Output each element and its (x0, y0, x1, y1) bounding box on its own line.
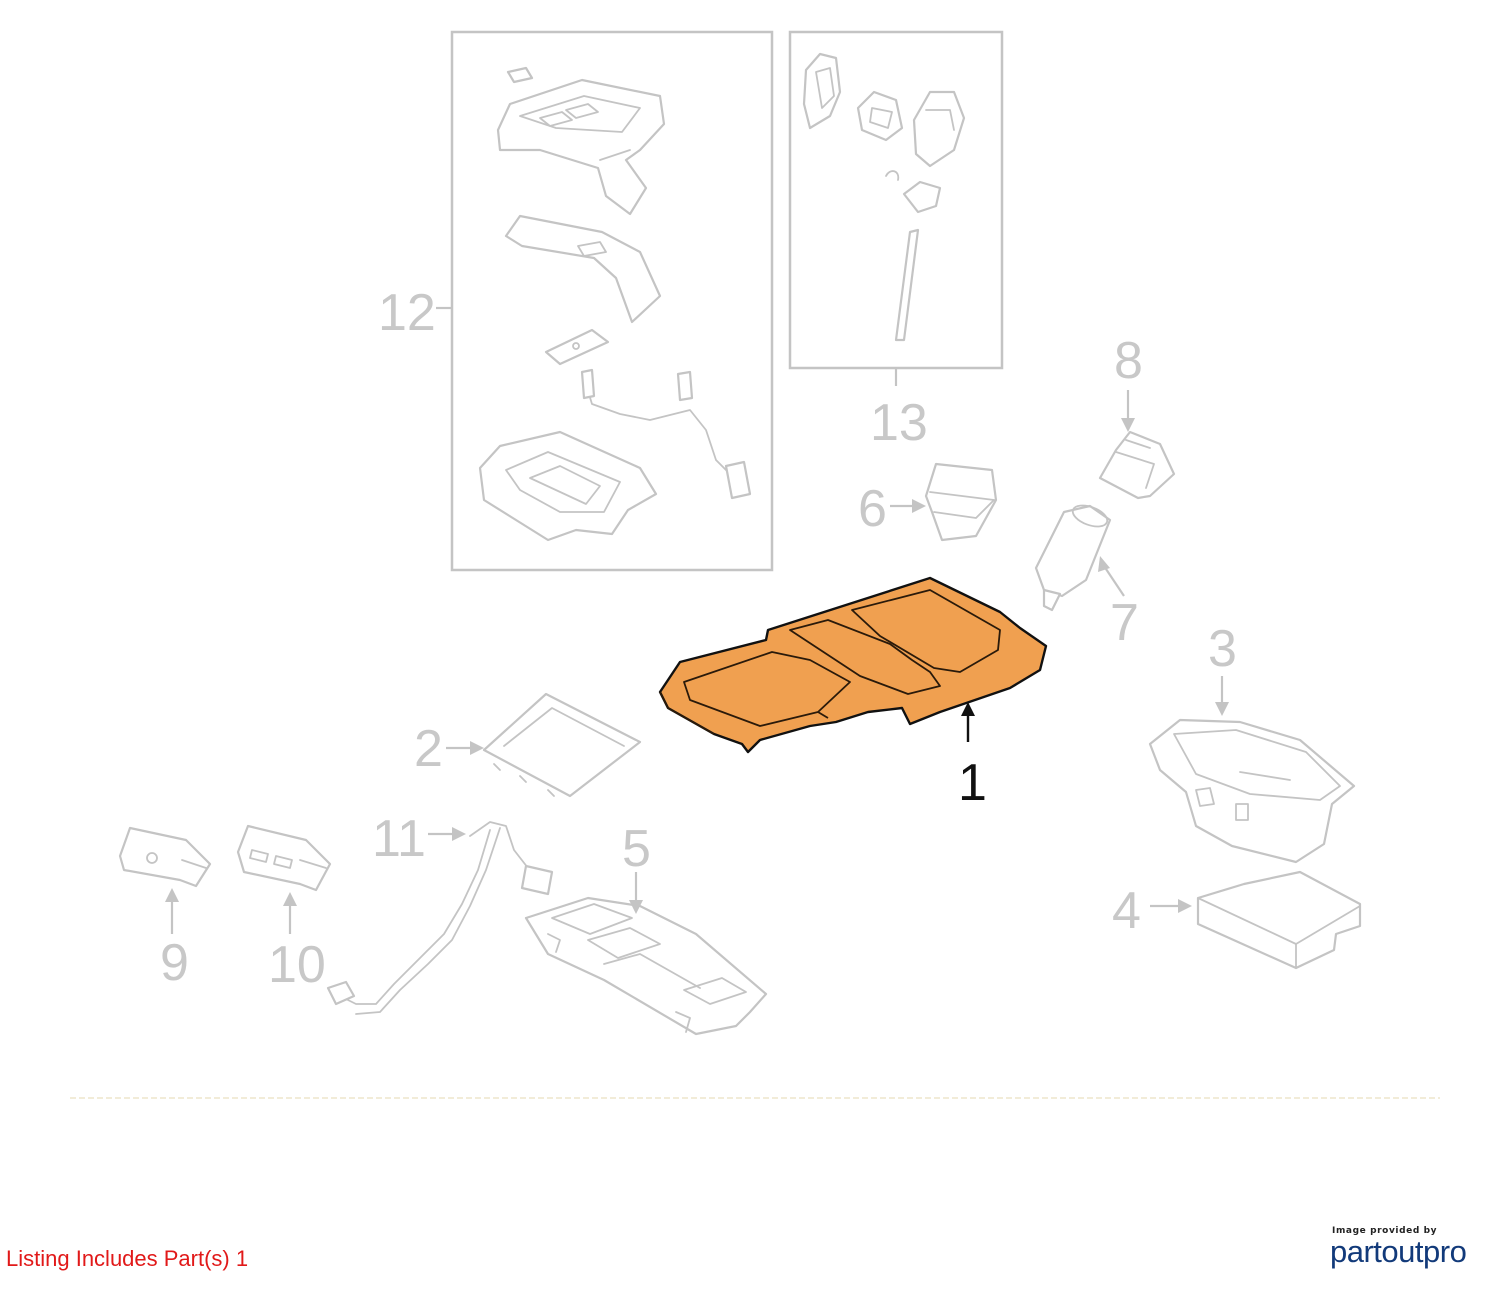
part-8 (1098, 390, 1176, 500)
callout-1: 1 (958, 754, 987, 812)
callout-8: 8 (1114, 332, 1143, 390)
callout-6: 6 (858, 480, 887, 538)
group-12-frame (450, 30, 774, 572)
listing-note: Listing Includes Part(s) 1 (6, 1246, 249, 1271)
callout-7: 7 (1110, 594, 1139, 652)
part-4 (1150, 870, 1362, 970)
part-1-highlighted (658, 576, 1048, 754)
callout-11: 11 (372, 810, 426, 868)
callout-13: 13 (870, 394, 928, 452)
part-5 (524, 872, 768, 1036)
part-group-12 (436, 30, 774, 572)
callout-12: 12 (378, 284, 436, 342)
callout-3: 3 (1208, 620, 1237, 678)
partoutpro-logo: partoutpro (1330, 1234, 1467, 1269)
callout-10: 10 (268, 936, 326, 994)
part-2 (446, 692, 642, 798)
part-7 (1034, 504, 1125, 612)
part-3 (1148, 676, 1356, 864)
callout-4: 4 (1112, 882, 1141, 940)
part-group-13 (788, 30, 1004, 386)
callout-5: 5 (622, 820, 651, 878)
part-11 (326, 821, 554, 1015)
part-9 (118, 826, 212, 934)
callout-9: 9 (160, 934, 189, 992)
image-credit: Image provided by partoutpro (1330, 1226, 1480, 1270)
part-10 (236, 824, 332, 934)
callout-2: 2 (414, 720, 443, 778)
credit-caption: Image provided by (1332, 1226, 1438, 1236)
part-6 (890, 462, 998, 542)
